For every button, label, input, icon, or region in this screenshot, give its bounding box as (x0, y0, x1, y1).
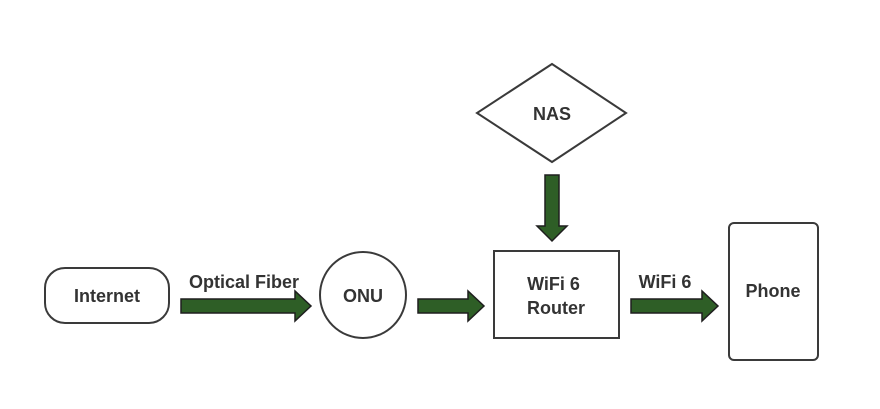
node-router-shape (493, 250, 620, 339)
arrow-internet-onu (180, 289, 313, 323)
node-router-label: WiFi 6 Router (527, 274, 585, 318)
edge-internet-onu-label: Optical Fiber (189, 272, 299, 292)
node-onu-shape (319, 251, 407, 339)
node-internet: Internet (44, 267, 170, 324)
node-phone-shape (728, 222, 819, 361)
node-router-label-line2: Router (527, 298, 585, 318)
node-onu: ONU (319, 251, 407, 339)
arrow-nas-router (535, 174, 569, 243)
edge-router-phone-label: WiFi 6 (639, 272, 692, 292)
node-nas-shape (475, 62, 628, 164)
node-onu-label: ONU (343, 286, 383, 306)
node-internet-label: Internet (74, 286, 140, 306)
node-nas-label: NAS (533, 104, 571, 124)
node-internet-shape (44, 267, 170, 324)
node-nas: NAS (475, 62, 628, 164)
node-router: WiFi 6 Router (493, 250, 620, 339)
edge-nas-router (535, 174, 569, 243)
edge-internet-onu: Optical Fiber (180, 272, 313, 323)
arrow-onu-router (417, 289, 486, 323)
node-phone-label: Phone (745, 281, 800, 301)
node-phone: Phone (728, 222, 819, 361)
node-router-label-line1: WiFi 6 (527, 274, 580, 294)
arrow-router-phone (630, 289, 720, 323)
edge-router-phone: WiFi 6 (630, 272, 720, 323)
edge-onu-router (417, 289, 486, 323)
